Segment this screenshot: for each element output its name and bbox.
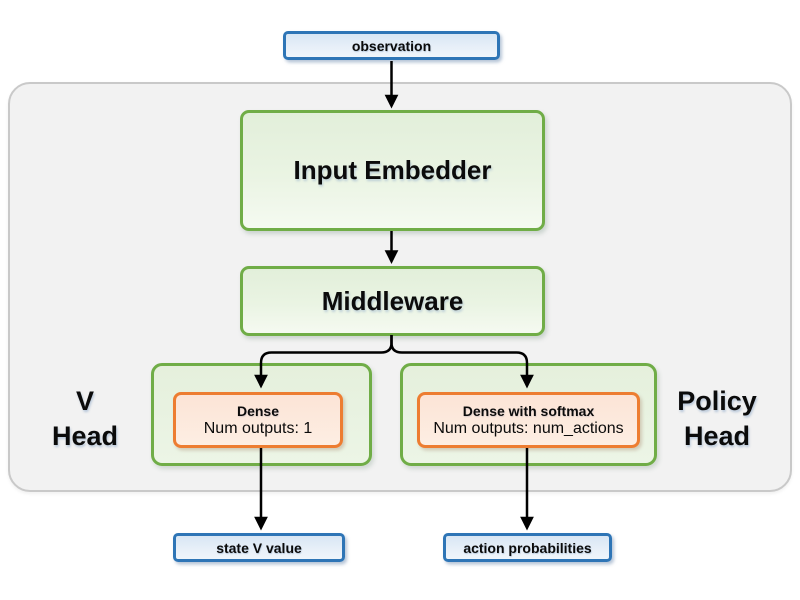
v-head-label-line2: Head bbox=[51, 421, 119, 451]
observation-text: observation bbox=[351, 37, 432, 54]
state-v-value-text: state V value bbox=[216, 539, 302, 556]
policy-dense-title: Dense with softmax bbox=[462, 402, 595, 419]
state-v-value-node: state V value bbox=[173, 533, 345, 562]
policy-head-label-line2: Head bbox=[683, 421, 751, 451]
v-head-label: V Head bbox=[25, 384, 145, 454]
input-embedder-node: Input Embedder bbox=[240, 110, 545, 231]
v-dense-title: Dense bbox=[236, 402, 280, 419]
action-probabilities-node: action probabilities bbox=[443, 533, 612, 562]
policy-dense-detail: Num outputs: num_actions bbox=[433, 419, 624, 437]
observation-node: observation bbox=[283, 31, 500, 60]
middleware-node: Middleware bbox=[240, 266, 545, 336]
input-embedder-text: Input Embedder bbox=[293, 155, 492, 185]
middleware-text: Middleware bbox=[321, 285, 464, 316]
policy-head-label: Policy Head bbox=[652, 384, 782, 454]
action-probabilities-text: action probabilities bbox=[463, 539, 592, 556]
v-head-label-line1: V bbox=[75, 386, 94, 416]
policy-head-label-line1: Policy bbox=[677, 386, 757, 416]
policy-dense-node: Dense with softmax Num outputs: num_acti… bbox=[417, 392, 640, 448]
v-dense-detail: Num outputs: 1 bbox=[203, 419, 313, 437]
v-dense-node: Dense Num outputs: 1 bbox=[173, 392, 343, 448]
